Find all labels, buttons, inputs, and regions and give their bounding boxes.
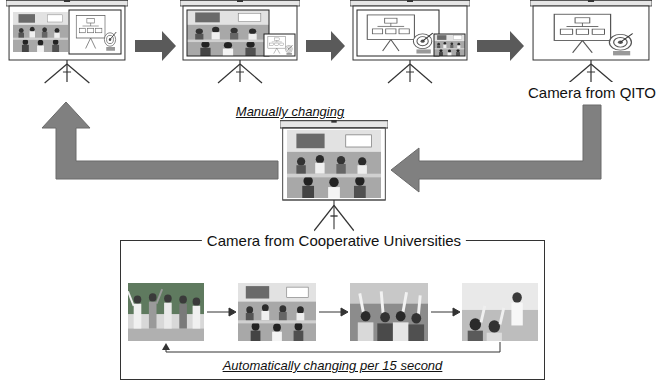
- photo: [128, 283, 204, 341]
- screen-caption: Camera from QITO: [520, 82, 664, 102]
- screen-caption: Camera from Cooperative Universities: [202, 232, 466, 250]
- projector-screen: [530, 0, 652, 83]
- block-arrow: [477, 31, 524, 61]
- photo: [350, 283, 428, 341]
- screen-node: Camera from QITO: [520, 0, 664, 102]
- loop-arrow: [162, 342, 500, 352]
- projector-screen: [180, 0, 300, 83]
- projector-screen: [280, 119, 388, 231]
- projector-screen: [350, 0, 470, 83]
- photo: [462, 283, 538, 341]
- photo: [238, 283, 316, 341]
- flow-arrow-shape: [391, 105, 601, 192]
- screen-node: Camera from Cooperative Universities: [280, 120, 388, 232]
- block-arrow: [135, 31, 176, 61]
- box-note: Automatically changing per 15 second: [121, 358, 544, 374]
- projector-screen: [6, 0, 128, 83]
- group-box: Automatically changing per 15 second: [120, 240, 545, 380]
- flow-arrow: [391, 105, 601, 192]
- step-note: Manually changing: [236, 104, 344, 120]
- small-arrow: [207, 308, 460, 316]
- block-arrow: [306, 31, 345, 61]
